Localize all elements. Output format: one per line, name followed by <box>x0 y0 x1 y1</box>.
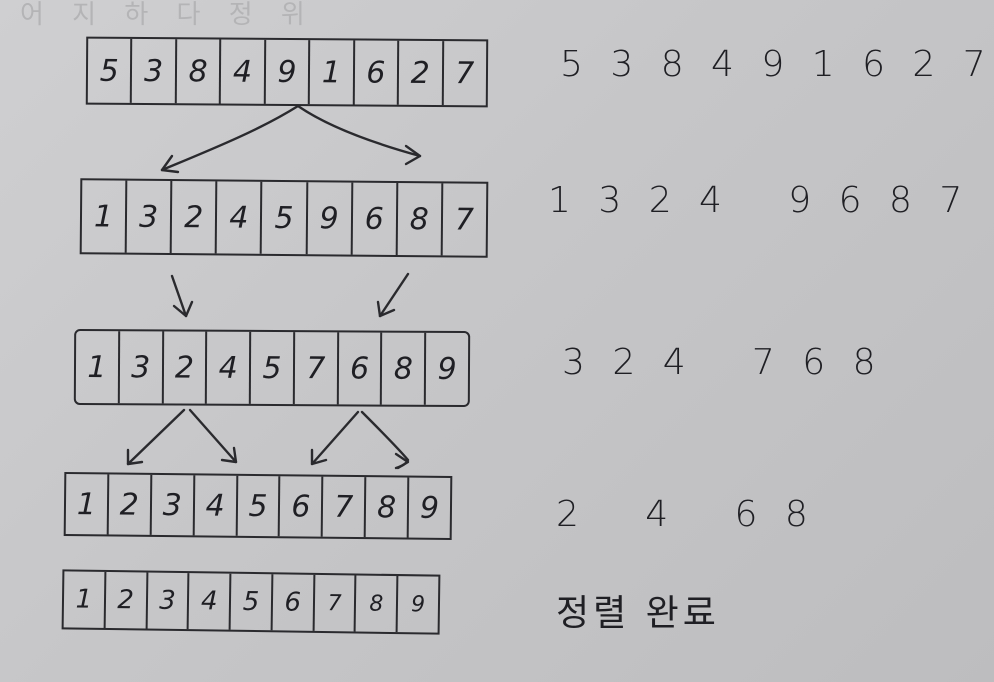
step-note-2: 1 3 2 4 9 6 8 7 <box>548 180 971 221</box>
arrow-left-3a <box>126 408 186 466</box>
notebook-page: 어 지 하 다 정 위 5 3 8 4 9 1 6 2 7 5 3 8 4 9 … <box>20 0 986 635</box>
arrowhead <box>404 144 422 166</box>
arrow-right-3b <box>360 410 410 470</box>
arrowhead <box>126 448 144 466</box>
arrowhead <box>394 452 410 470</box>
arrow-right-2 <box>378 272 410 318</box>
step-note-4: 2 4 6 8 <box>556 494 816 535</box>
arrowhead <box>376 300 396 318</box>
arrowhead <box>160 154 180 174</box>
arrow-left-1 <box>160 104 300 172</box>
bleed-through-text: 어 지 하 다 정 위 <box>20 0 315 30</box>
arrowhead <box>310 448 328 466</box>
step-note-3: 3 2 4 7 6 8 <box>562 342 884 383</box>
arrow-right-3a <box>310 410 360 466</box>
arrowhead <box>220 446 238 464</box>
step-note-5: 정렬 완료 <box>556 593 720 634</box>
arrowhead <box>172 300 194 318</box>
partition-arrows <box>126 104 422 470</box>
arrow-left-2 <box>170 274 188 318</box>
arrow-right-1 <box>296 104 422 158</box>
arrow-left-3b <box>188 408 238 464</box>
step-note-1: 5 3 8 4 9 1 6 2 7 <box>560 44 994 85</box>
